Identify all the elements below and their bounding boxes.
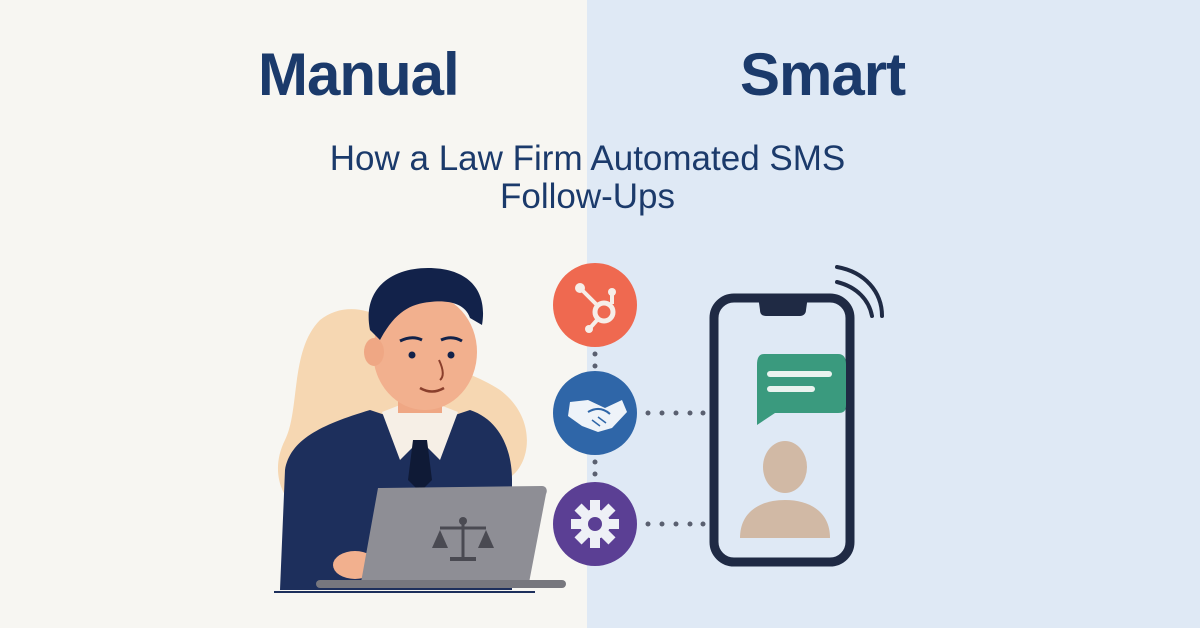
person-silhouette-icon bbox=[740, 441, 830, 538]
scales-of-justice-icon bbox=[432, 517, 494, 561]
manual-heading: Manual bbox=[258, 41, 460, 108]
laptop bbox=[274, 486, 566, 593]
subtitle-line-2: Follow-Ups bbox=[499, 177, 676, 216]
smart-heading: Smart bbox=[740, 41, 906, 108]
handshake-icon bbox=[553, 371, 637, 455]
hubspot-sprocket-icon bbox=[553, 263, 637, 347]
connector-lines bbox=[592, 351, 706, 527]
chat-bubble-icon bbox=[757, 354, 846, 425]
gear-icon bbox=[553, 482, 637, 566]
subtitle: How a Law Firm Automated SMS Follow-Ups bbox=[0, 140, 1175, 216]
signal-waves-icon bbox=[835, 265, 884, 318]
subtitle-line-1: How a Law Firm Automated SMS bbox=[329, 139, 846, 178]
